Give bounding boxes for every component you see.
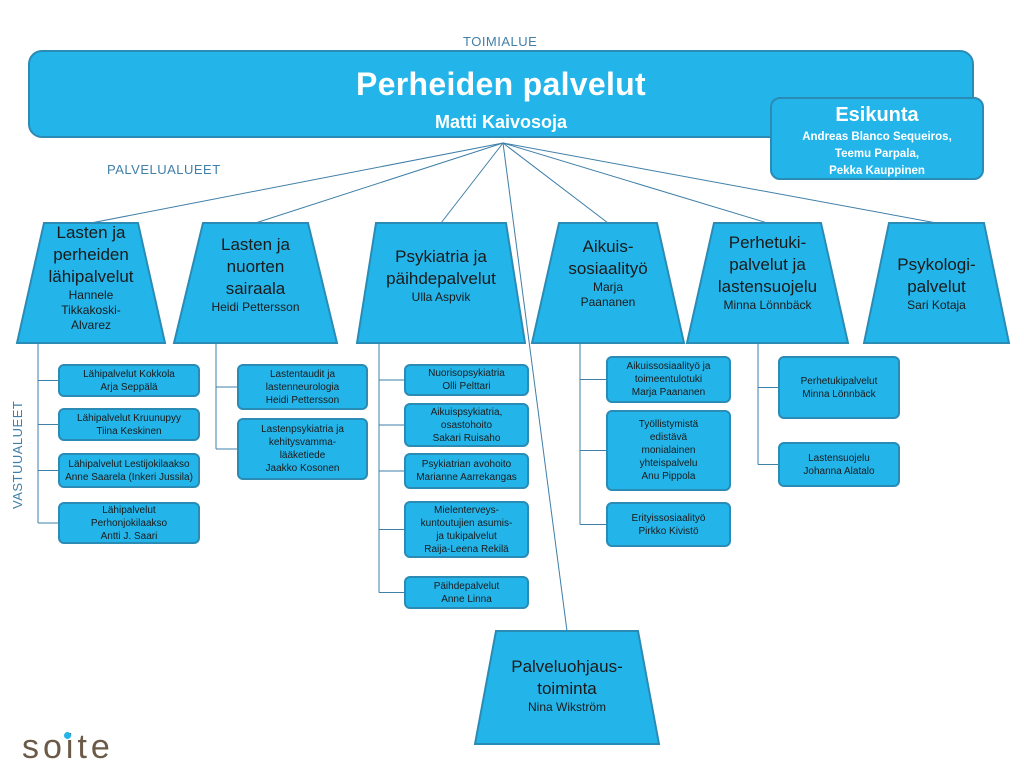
connector-line	[502, 142, 609, 224]
area-head-line: Tikkakoski-	[61, 303, 121, 317]
trapezoid-shape	[530, 222, 686, 344]
unit-box: Psykiatrian avohoito Marianne Aarrekanga…	[404, 453, 529, 489]
staff-names: Andreas Blanco Sequeiros, Teemu Parpala,…	[772, 129, 982, 180]
staff-name: Andreas Blanco Sequeiros,	[802, 131, 952, 143]
area-head-line: Nina Wikström	[527, 700, 606, 714]
unit-box: Perhetukipalvelut Minna Lönnbäck	[778, 356, 900, 419]
staff-box: Esikunta Andreas Blanco Sequeiros, Teemu…	[770, 97, 984, 180]
logo-dot	[64, 732, 71, 739]
staff-name: Teemu Parpala,	[834, 148, 920, 160]
area-title-line: sairaala	[225, 279, 286, 298]
trapezoid-shape	[172, 222, 339, 344]
trapezoid-shape	[862, 222, 1011, 344]
division-head: Matti Kaivosoja	[434, 112, 568, 132]
unit-box: Erityissosiaalityö Pirkko Kivistö	[606, 502, 731, 547]
unit-box: Lastensuojelu Johanna Alatalo	[778, 442, 900, 487]
trapezoid-shape	[15, 222, 167, 344]
unit-box: Lähipalvelut Lestijokilaakso Anne Saarel…	[58, 453, 200, 488]
unit-box: Lähipalvelut Perhonjokilaakso Antti J. S…	[58, 502, 200, 544]
unit-box: Mielenterveys- kuntoutujien asumis- ja t…	[404, 501, 529, 558]
area-title-line: Palveluohjaus-	[511, 657, 623, 676]
area-title-line: palvelut ja	[729, 255, 806, 274]
unit-box: Nuorisopsykiatria Olli Pelttari	[404, 364, 529, 396]
area-title-line: Psykiatria ja	[395, 247, 487, 266]
unit-box: Aikuissosiaalityö ja toimeentulotuki Mar…	[606, 356, 731, 403]
area-title-line: Lasten ja	[56, 223, 126, 242]
trapezoid-shape	[355, 222, 527, 344]
area-title-line: lastensuojelu	[717, 277, 818, 296]
unit-box: Lähipalvelut Kruunupyy Tiina Keskinen	[58, 408, 200, 441]
area-title-line: Lasten ja	[221, 235, 290, 254]
connector-line	[502, 142, 937, 224]
vastuualueet-label: VASTUUALUEET	[10, 400, 25, 510]
unit-box: Lastenpsykiatria ja kehitysvamma- lääket…	[237, 418, 368, 480]
toimialue-label: TOIMIALUE	[463, 34, 538, 49]
unit-box: Lähipalvelut Kokkola Arja Seppälä	[58, 364, 200, 397]
soite-logo: soite	[22, 728, 114, 767]
unit-box: Aikuispsykiatria, osastohoito Sakari Rui…	[404, 403, 529, 447]
unit-box: Päihdepalvelut Anne Linna	[404, 576, 529, 609]
trapezoid-shape	[685, 222, 850, 344]
area-title-line: toiminta	[537, 679, 597, 698]
area-title-line: Aikuis-	[582, 237, 634, 256]
connector-line	[502, 142, 768, 224]
area-head-line: Sari Kotaja	[907, 298, 966, 312]
unit-box: Työllistymistä edistävä monialainen yhte…	[606, 410, 731, 491]
connector-line	[90, 142, 504, 224]
staff-name: Pekka Kauppinen	[829, 165, 925, 177]
staff-title: Esikunta	[835, 104, 919, 126]
area-title-line: nuorten	[226, 257, 285, 276]
division-title: Perheiden palvelut	[356, 66, 646, 102]
connector-line	[255, 142, 504, 224]
area-title-line: päihdepalvelut	[386, 269, 496, 288]
unit-box: Lastentaudit ja lastenneurologia Heidi P…	[237, 364, 368, 410]
area-title-line: Psykologi-	[897, 255, 976, 274]
connector-line	[502, 142, 568, 632]
area-title-line: perheiden	[53, 245, 129, 264]
area-head-line: Minna Lönnbäck	[723, 298, 812, 312]
area-head-line: Alvarez	[70, 318, 111, 332]
area-head-line: Marja	[592, 280, 623, 294]
area-head-line: Paananen	[580, 295, 636, 309]
area-title-line: Perhetuki-	[728, 233, 807, 252]
area-head-line: Ulla Aspvik	[411, 290, 471, 304]
area-title-line: lähipalvelut	[48, 267, 134, 286]
trapezoid-shape	[473, 630, 661, 745]
area-head-line: Hannele	[68, 288, 114, 302]
area-head-line: Heidi Pettersson	[211, 300, 300, 314]
area-title-line: sosiaalityö	[568, 259, 648, 278]
palvelualueet-label: PALVELUALUEET	[107, 162, 221, 177]
area-title-line: palvelut	[907, 277, 966, 296]
connector-line	[440, 142, 504, 224]
